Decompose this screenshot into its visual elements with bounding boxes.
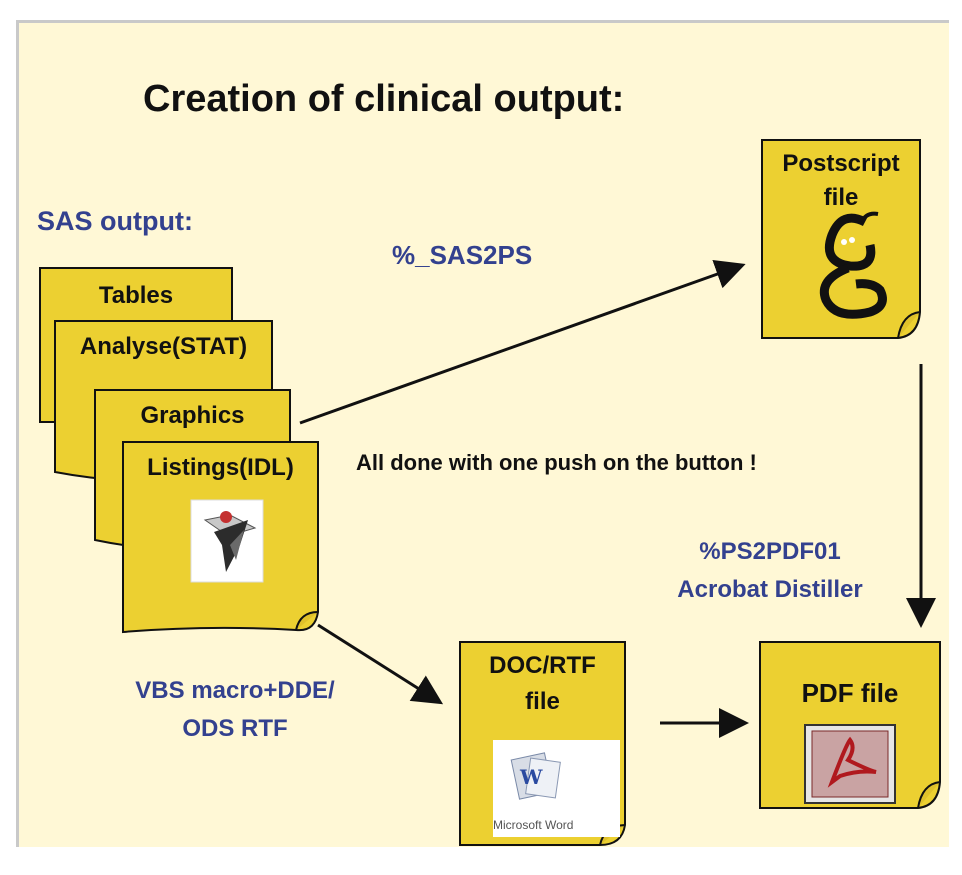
arrow-sas-to-docrtf xyxy=(317,623,444,705)
postscript-label-line2: file xyxy=(823,184,859,211)
svg-text:W: W xyxy=(519,765,543,789)
idl-icon xyxy=(190,499,264,583)
slide-title: Creation of clinical output: xyxy=(143,78,625,120)
word-icon-caption: Microsoft Word xyxy=(493,818,574,832)
vbs-label-line2: ODS RTF xyxy=(182,715,288,742)
acrobat-icon xyxy=(804,724,896,804)
ghostscript-icon xyxy=(819,211,887,319)
pdf-label: PDF file xyxy=(801,678,899,708)
doc-analyse-label: Analyse(STAT) xyxy=(79,333,248,360)
doc-listings-label: Listings(IDL) xyxy=(147,454,294,481)
sas-output-label: SAS output: xyxy=(37,206,193,236)
postscript-label-line1: Postscript xyxy=(782,150,900,177)
word-icon: W xyxy=(493,740,620,837)
docrtf-label-line2: file xyxy=(525,688,560,715)
docrtf-label-line1: DOC/RTF xyxy=(489,652,596,679)
one-push-note: All done with one push on the button ! xyxy=(356,450,757,475)
ps2pdf-label-line2: Acrobat Distiller xyxy=(677,576,863,603)
doc-tables-label: Tables xyxy=(98,282,174,309)
vbs-label-line1: VBS macro+DDE/ xyxy=(135,677,335,704)
doc-graphics-label: Graphics xyxy=(140,402,245,429)
arrow-sas-to-postscript xyxy=(299,259,746,425)
sas2ps-label: %_SAS2PS xyxy=(392,240,533,270)
ps2pdf-label-line1: %PS2PDF01 xyxy=(699,538,841,565)
